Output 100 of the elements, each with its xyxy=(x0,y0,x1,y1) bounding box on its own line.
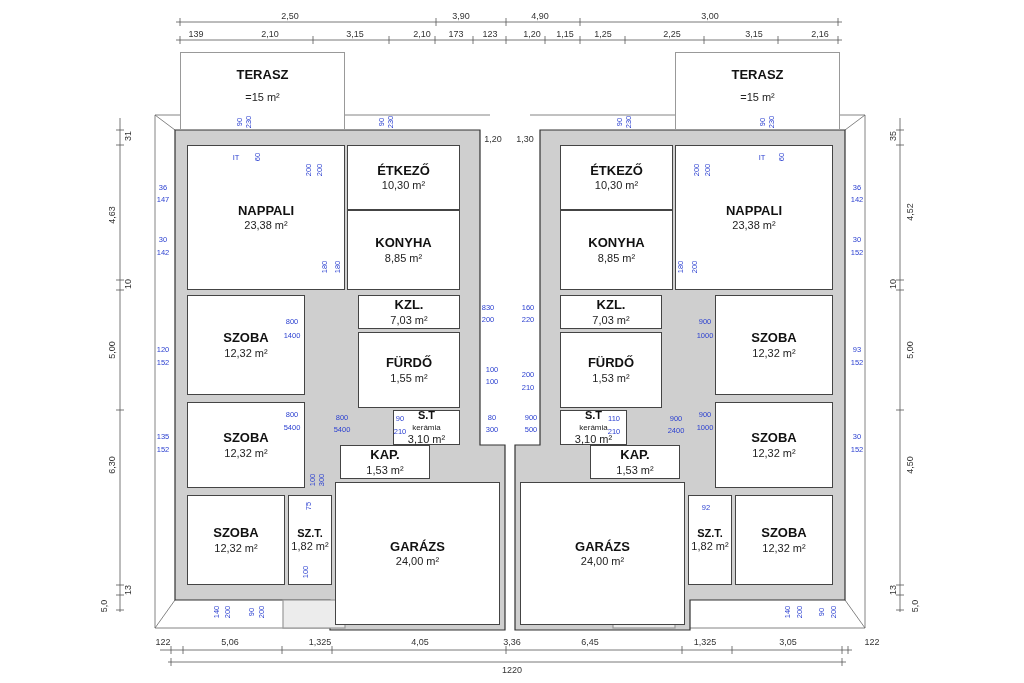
dimension-label: 3,00 xyxy=(701,11,719,21)
area-label: 7,03 m² xyxy=(389,313,429,327)
area-label: 10,30 m² xyxy=(380,179,427,193)
room-name: GARÁZS xyxy=(574,538,631,556)
dimension-label: 1,325 xyxy=(693,637,717,647)
area-label: 24,00 m² xyxy=(579,555,626,569)
dimension-label: 1,20 xyxy=(484,134,502,144)
room xyxy=(675,145,833,290)
dimension-label: 173 xyxy=(448,29,464,39)
room-name: ÉTKEZŐ xyxy=(376,162,431,180)
room xyxy=(560,332,662,408)
dimension-label: 1,25 xyxy=(594,29,612,39)
dimension-label: 2,50 xyxy=(281,11,299,21)
dimension-label: 122 xyxy=(864,637,880,647)
room-name: KAP. xyxy=(619,447,651,464)
room xyxy=(347,210,460,290)
dimension-label: 6,30 xyxy=(107,456,117,474)
area-label: 12,32 m² xyxy=(223,346,269,360)
dimension-label: 6,45 xyxy=(581,637,599,647)
dimension-label: 5,00 xyxy=(107,341,117,359)
room xyxy=(560,410,627,445)
dimension-label: 122 xyxy=(155,637,171,647)
dimension-label: 1,15 xyxy=(556,29,574,39)
area-label: 8,85 m² xyxy=(596,251,637,265)
dimension-label: 1,20 xyxy=(523,29,541,39)
dimension-label: 1,325 xyxy=(308,637,332,647)
dimension-label: 3,05 xyxy=(779,637,797,647)
dimension-label: 5,06 xyxy=(221,637,239,647)
dimension-label: 5,0 xyxy=(99,599,109,613)
room-name: KONYHA xyxy=(587,235,646,252)
dimension-label: 10 xyxy=(888,279,898,289)
room xyxy=(715,402,833,488)
dimension-label: 4,63 xyxy=(107,206,117,224)
room-name: GARÁZS xyxy=(389,538,446,556)
dimension-label: 4,90 xyxy=(531,11,549,21)
room xyxy=(347,145,460,210)
area-label: 8,85 m² xyxy=(383,251,424,265)
area-label: 1,82 m² xyxy=(290,540,330,554)
room-name: FÜRDŐ xyxy=(586,355,636,372)
room xyxy=(560,295,662,329)
room-name: SZ.T. xyxy=(296,526,324,541)
dimension-label: 4,52 xyxy=(905,203,915,221)
area-label: 1,55 m² xyxy=(389,371,429,385)
area-label: 1,53 m² xyxy=(591,371,631,385)
room xyxy=(715,295,833,395)
area-label: 1,53 m² xyxy=(615,463,655,477)
dimension-label: 3,15 xyxy=(346,29,364,39)
area-label: 3,10 m² xyxy=(406,432,447,446)
room-name: S.T xyxy=(416,409,437,423)
room-name: SZ.T. xyxy=(696,526,724,541)
room xyxy=(520,482,685,625)
room xyxy=(187,402,305,488)
room-name: SZOBA xyxy=(750,330,798,347)
dimension-label: 3,90 xyxy=(452,11,470,21)
room-name: ÉTKEZŐ xyxy=(589,162,644,180)
dimension-label: 3,15 xyxy=(745,29,763,39)
dimension-label: 13 xyxy=(123,585,133,595)
room xyxy=(358,332,460,408)
room-name: KZL. xyxy=(393,297,425,314)
area-label: 7,03 m² xyxy=(591,313,631,327)
dimension-label: 1220 xyxy=(502,665,522,675)
room xyxy=(560,210,673,290)
area-label: 1,53 m² xyxy=(365,463,405,477)
room-name: KONYHA xyxy=(374,235,433,252)
area-label: 12,32 m² xyxy=(761,541,807,555)
terrace xyxy=(675,52,840,130)
dimension-label: 35 xyxy=(888,131,898,141)
room-name: KAP. xyxy=(369,447,401,464)
dimension-label: 10 xyxy=(123,279,133,289)
room xyxy=(393,410,460,445)
dimension-label: 3,36 xyxy=(503,637,521,647)
room-name: SZOBA xyxy=(212,525,260,542)
room xyxy=(735,495,833,585)
room xyxy=(187,495,285,585)
dimension-label: 2,10 xyxy=(261,29,279,39)
area-label: 23,38 m² xyxy=(731,219,777,233)
dimension-label: 4,05 xyxy=(411,637,429,647)
area-label: 12,32 m² xyxy=(223,446,269,460)
area-label: 12,32 m² xyxy=(213,541,259,555)
room xyxy=(560,145,673,210)
room-name: FÜRDŐ xyxy=(384,355,434,372)
room xyxy=(358,295,460,329)
room xyxy=(340,445,430,479)
dimension-label: 4,50 xyxy=(905,456,915,474)
area-label: 23,38 m² xyxy=(243,219,289,233)
room-name: NAPPALI xyxy=(236,202,296,220)
room-name: SZOBA xyxy=(222,330,270,347)
dimension-label: 123 xyxy=(482,29,498,39)
room xyxy=(335,482,500,625)
dimension-label: 5,00 xyxy=(905,341,915,359)
dimension-label: 2,10 xyxy=(413,29,431,39)
area-label: 24,00 m² xyxy=(394,555,441,569)
room-name: NAPPALI xyxy=(724,202,784,220)
finish-label: kerámia xyxy=(411,423,442,433)
room-name: KZL. xyxy=(595,297,627,314)
dimension-label: 139 xyxy=(188,29,204,39)
area-label: 12,32 m² xyxy=(751,346,797,360)
room-name: SZOBA xyxy=(760,525,808,542)
room-name: SZOBA xyxy=(222,430,270,447)
area-label: 12,32 m² xyxy=(751,446,797,460)
